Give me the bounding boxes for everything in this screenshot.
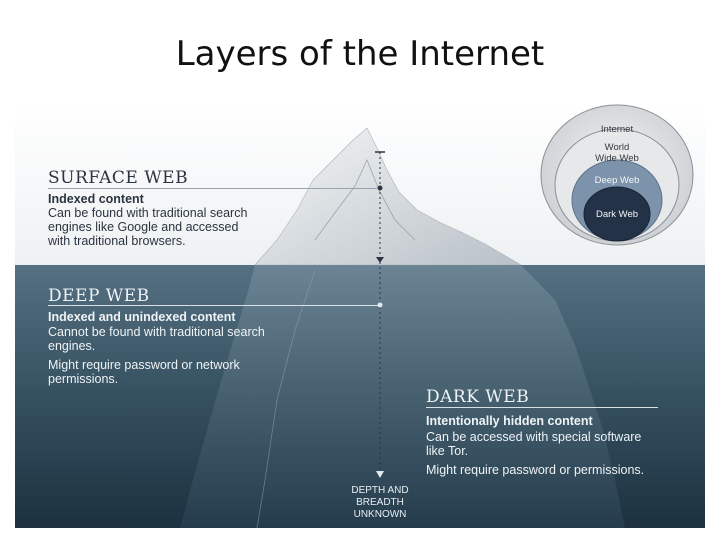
www-label-line: Wide Web xyxy=(595,153,639,164)
deep-web-heading: DEEP WEB xyxy=(48,286,150,306)
dark-web-label: Dark Web xyxy=(595,209,639,220)
iceberg-illustration xyxy=(15,100,705,528)
iceberg-diagram: SURFACE WEB Indexed content Can be found… xyxy=(15,100,705,528)
internet-label: Internet xyxy=(600,124,634,135)
iceberg-ridge xyxy=(314,158,416,241)
deep-web-label: Deep Web xyxy=(594,175,640,186)
depth-note-line: UNKNOWN xyxy=(353,509,407,520)
depth-note-line: DEPTH AND xyxy=(351,485,409,496)
deep-line: engines. xyxy=(48,339,96,353)
dark-web-heading: DARK WEB xyxy=(426,387,530,407)
surface-web-subheading: Indexed content xyxy=(48,192,144,206)
dark-line: Might require password or permissions. xyxy=(426,463,645,477)
surface-line: with traditional browsers. xyxy=(48,234,186,248)
dark-line: Can be accessed with special software xyxy=(426,430,642,444)
www-label-line: World xyxy=(604,142,630,153)
deep-line: Might require password or network xyxy=(48,358,240,372)
dark-rule xyxy=(426,407,658,408)
depth-note-line: BREADTH xyxy=(356,497,404,508)
surface-web-description: Can be found with traditional search eng… xyxy=(48,206,247,248)
surface-arrow xyxy=(376,257,384,263)
deep-line: permissions. xyxy=(48,372,119,386)
www-label: World Wide Web xyxy=(577,142,657,164)
iceberg-underwater-ridge xyxy=(256,269,316,528)
surface-web-heading: SURFACE WEB xyxy=(48,168,189,188)
deep-web-description: Cannot be found with traditional search … xyxy=(48,325,265,386)
surface-line: engines like Google and accessed xyxy=(48,220,239,234)
surface-rule xyxy=(48,188,378,189)
dark-web-description: Can be accessed with special software li… xyxy=(426,430,644,477)
deep-line: Cannot be found with traditional search xyxy=(48,325,265,339)
slide-title: Layers of the Internet xyxy=(175,34,545,74)
deep-marker xyxy=(377,302,383,308)
iceberg-underwater xyxy=(180,265,625,528)
depth-note: DEPTH AND BREADTH UNKNOWN xyxy=(340,485,420,521)
dark-web-subheading: Intentionally hidden content xyxy=(426,414,593,428)
dark-web-circle xyxy=(583,186,651,242)
surface-marker xyxy=(377,185,383,191)
deep-rule xyxy=(48,305,378,306)
deep-web-subheading: Indexed and unindexed content xyxy=(48,310,236,324)
depth-arrow xyxy=(376,471,384,478)
surface-line: Can be found with traditional search xyxy=(48,206,248,220)
dark-line: like Tor. xyxy=(426,444,469,458)
